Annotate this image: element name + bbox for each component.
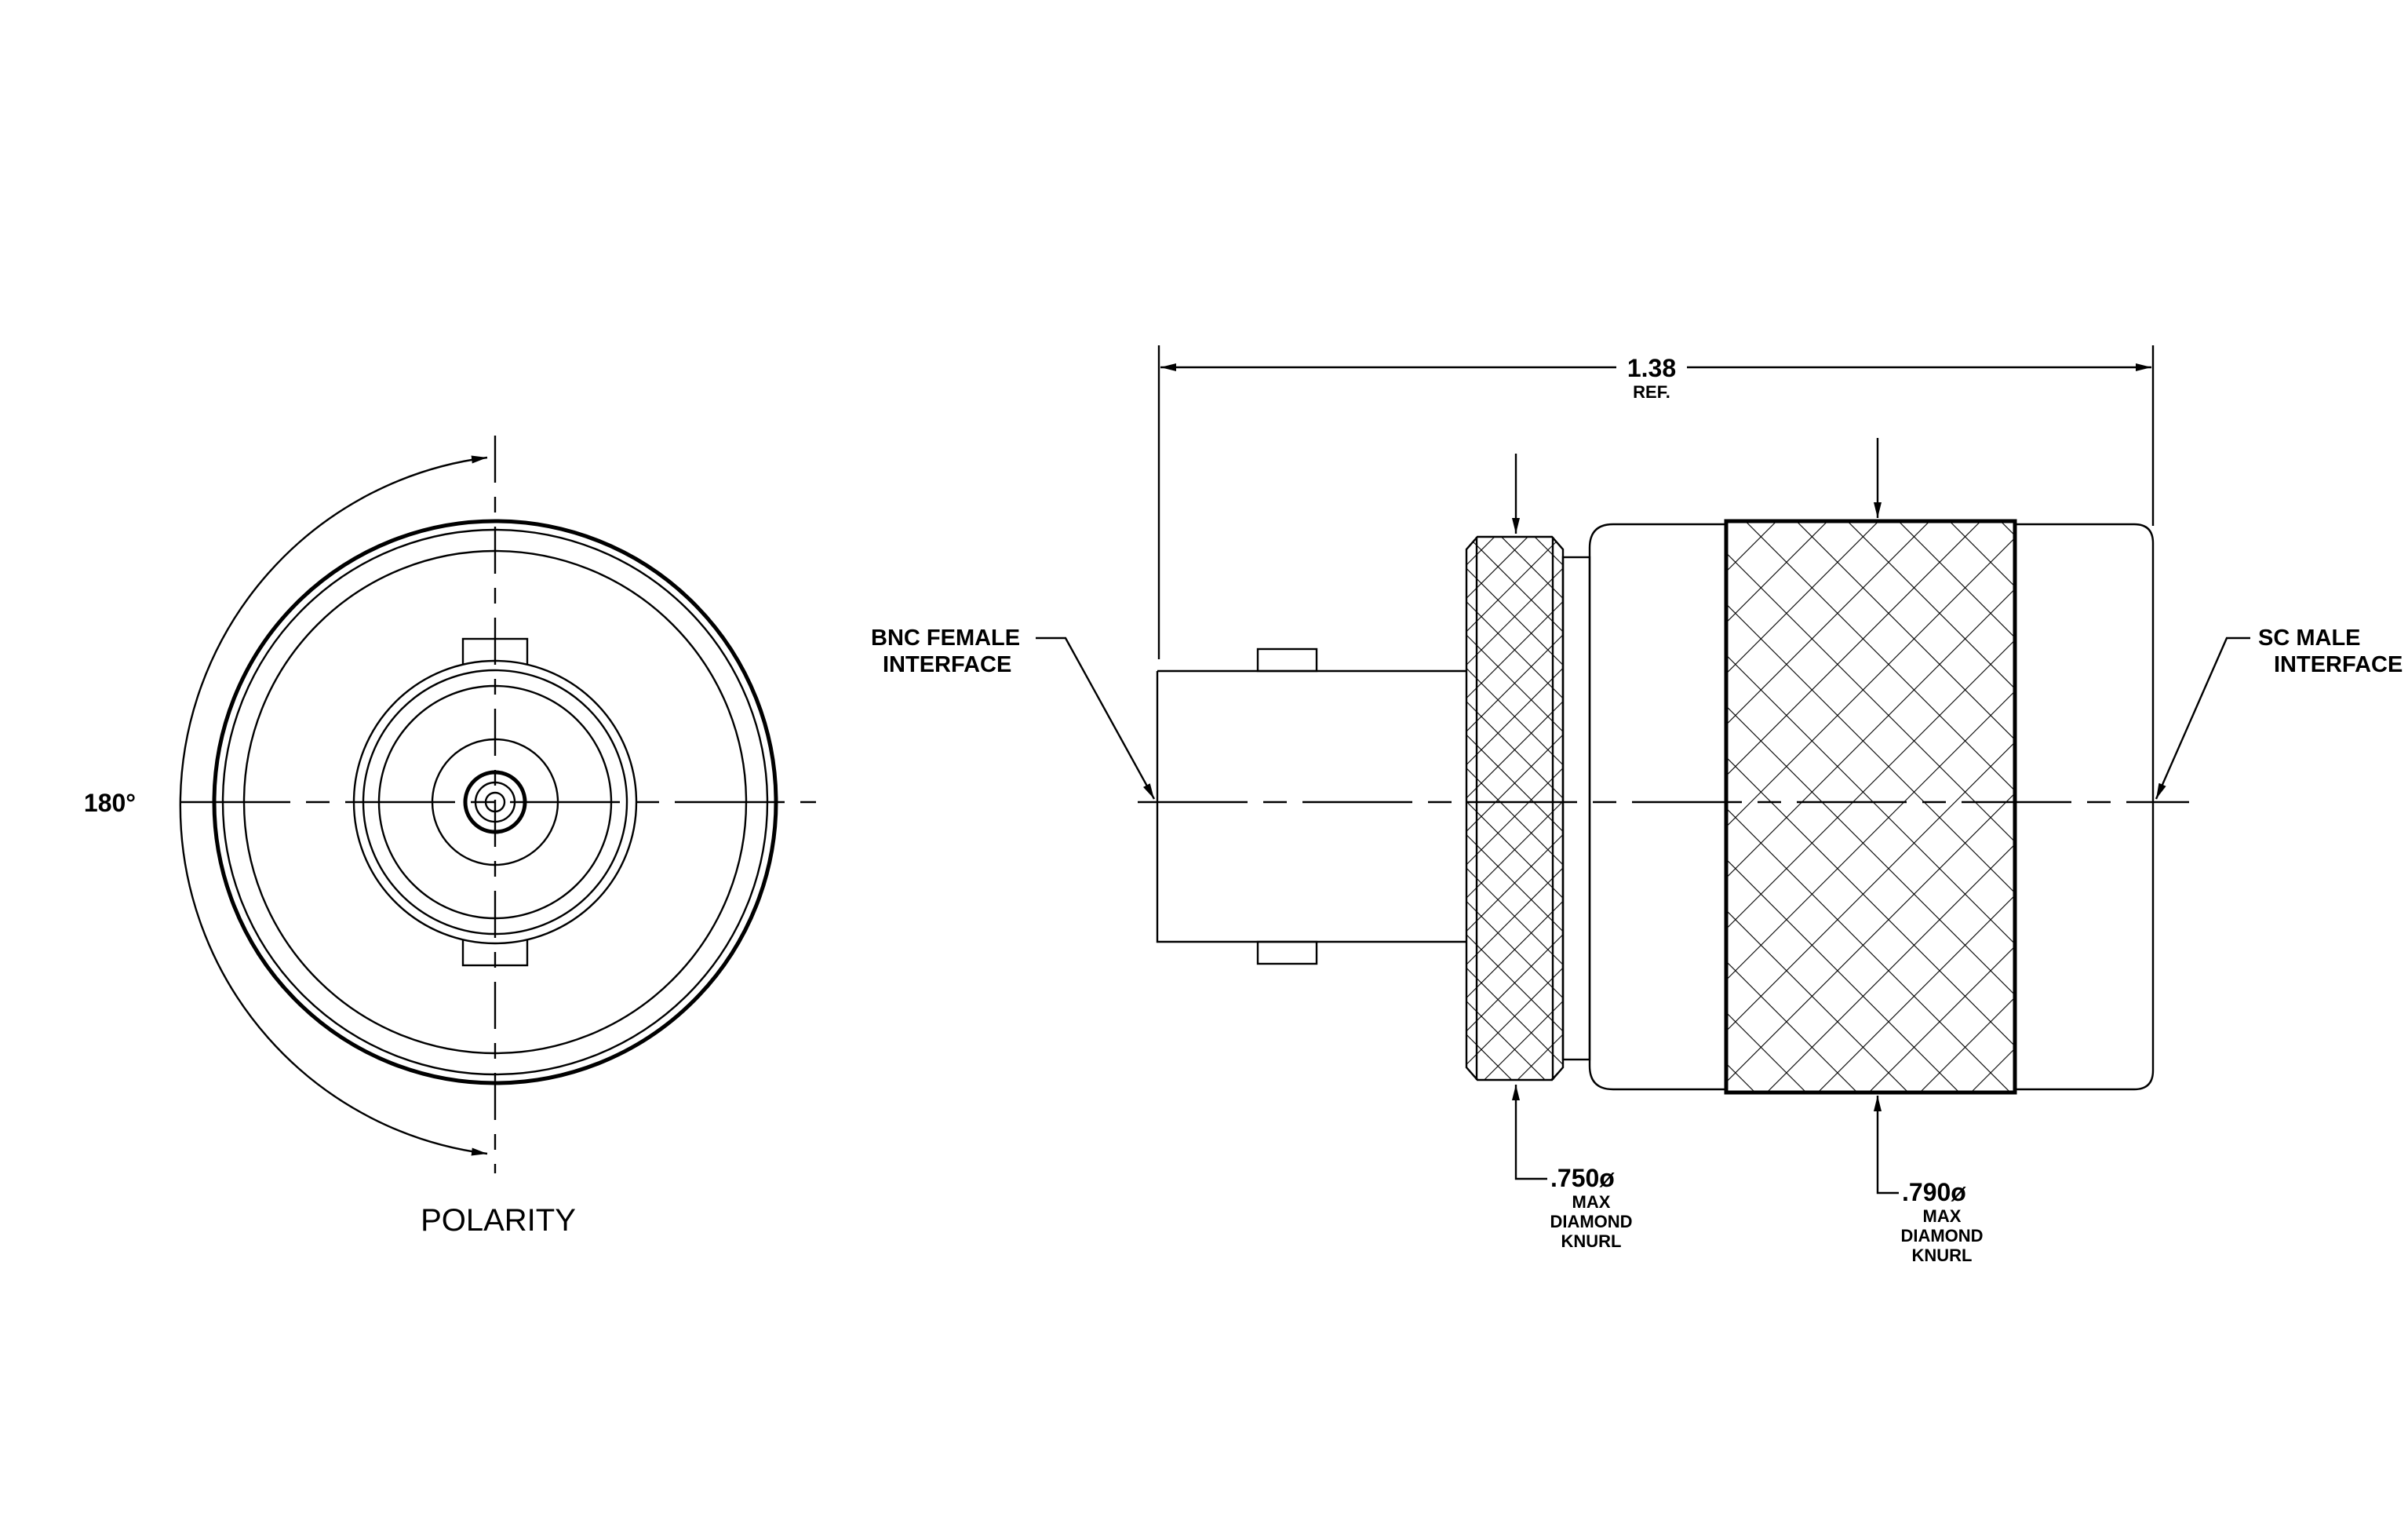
large-knurl [1724,519,2017,1095]
left-interface-label-2: INTERFACE [883,652,1011,677]
neck [1561,556,1591,1061]
bnc-stud-top [1256,647,1318,673]
bnc-tube [1156,669,1466,943]
left-interface-leader [1036,636,1156,800]
right-interface-leader [2155,636,2250,800]
large-knurl-note-1: MAX [1923,1206,1962,1226]
side-view: 1.38 REF. BNC FEMALE INTERFACE SC MALE I… [871,345,2403,1265]
large-knurl-dia: .790ø [1902,1178,1966,1206]
overall-length: 1.38 [1627,354,1676,382]
large-knurl-note-2: DIAMOND [1900,1226,1983,1246]
front-view: 180° POLARITY [84,436,816,1238]
left-interface-label-1: BNC FEMALE [871,626,1020,651]
polarity-arc [179,455,488,1156]
small-knurl-outline [1465,535,1565,1081]
polarity-angle: 180° [84,789,136,817]
polarity-title: POLARITY [421,1203,576,1238]
main-body [1588,523,1728,1091]
right-interface-label-2: INTERFACE [2274,652,2403,677]
small-knurl-note-1: MAX [1572,1192,1611,1212]
large-knurl-note-3: KNURL [1912,1246,1973,1265]
small-knurl-note-2: DIAMOND [1550,1212,1632,1231]
bnc-stud-bottom [1256,940,1318,965]
rear-body [2015,523,2155,1091]
right-interface-label-1: SC MALE [2258,626,2361,651]
overall-length-note: REF. [1633,382,1670,402]
small-knurl-dia: .750ø [1550,1164,1615,1192]
small-knurl-note-3: KNURL [1561,1231,1622,1251]
